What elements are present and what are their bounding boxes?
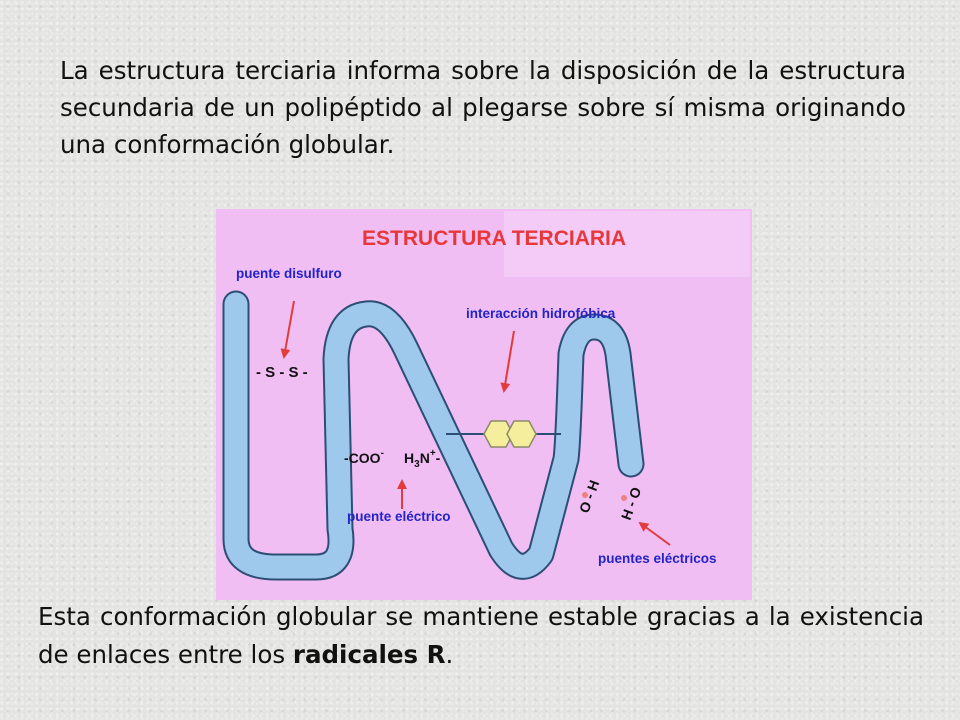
- arrow-hidrofobica: [500, 330, 515, 393]
- title-panel: [504, 211, 750, 277]
- outro-text-end: .: [445, 640, 454, 669]
- tertiary-structure-diagram: ESTRUCTURA TERCIARIA puente disulfuro in…: [216, 209, 752, 600]
- aromatic-ring-2: [506, 420, 537, 448]
- outro-text-start: Esta conformación globular se mantiene e…: [38, 602, 924, 669]
- hydrogen-bond-dot-1: [582, 492, 588, 498]
- label-interaccion-hidrofobica: interacción hidrofóbica: [466, 306, 616, 321]
- hydroxyl-group-right: H-O: [618, 485, 645, 522]
- svg-text:O-H: O-H: [576, 478, 603, 515]
- ammonium-group: H3N+-: [404, 448, 441, 470]
- carboxylate-group: -COO-: [344, 448, 384, 466]
- hydroxyl-group-left: O-H: [576, 478, 603, 515]
- hydrogen-bond-dot-2: [621, 495, 627, 501]
- diagram-title: ESTRUCTURA TERCIARIA: [362, 227, 626, 250]
- label-puente-electrico: puente eléctrico: [347, 509, 451, 524]
- arrow-puentes-electricos: [638, 521, 671, 546]
- arrow-disulfuro: [280, 300, 295, 359]
- outro-text: Esta conformación globular se mantiene e…: [38, 598, 924, 674]
- intro-text: La estructura terciaria informa sobre la…: [60, 56, 906, 159]
- polypeptide-chain-fill: [224, 292, 643, 579]
- outro-bold-term: radicales R: [292, 640, 446, 669]
- diagram-canvas: ESTRUCTURA TERCIARIA puente disulfuro in…: [222, 211, 750, 581]
- svg-text:H-O: H-O: [618, 485, 645, 522]
- label-puentes-electricos: puentes eléctricos: [598, 551, 717, 566]
- disulfide-bond-text: - S - S -: [256, 364, 308, 381]
- label-puente-disulfuro: puente disulfuro: [236, 266, 342, 281]
